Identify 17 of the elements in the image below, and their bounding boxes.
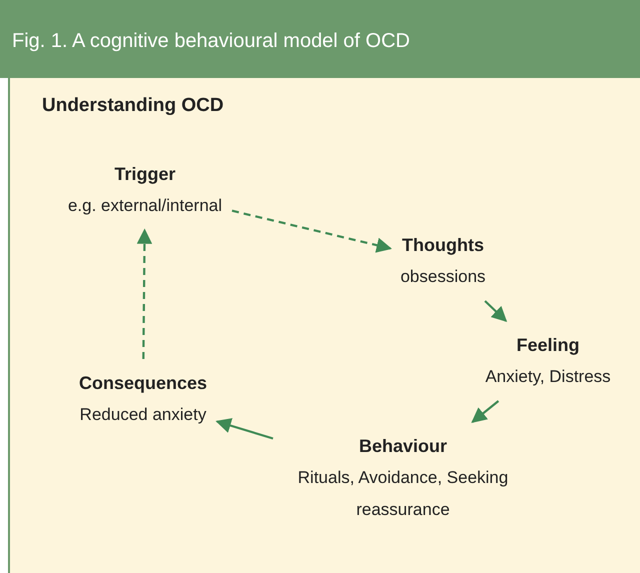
node-description: Anxiety, Distress <box>485 366 611 388</box>
arrow <box>216 418 274 440</box>
arrow <box>484 300 508 322</box>
node-title: Consequences <box>78 372 208 395</box>
node-description: e.g. external/internal <box>68 195 222 217</box>
node-description: Reduced anxiety <box>78 404 208 426</box>
node-title: Trigger <box>114 163 176 186</box>
node-title: Feeling <box>516 334 580 357</box>
heading: Understanding OCD <box>42 95 224 117</box>
figure-title: Fig. 1. A cognitive behavioural model of OCD <box>12 30 410 53</box>
node-description: obsessions <box>400 266 486 288</box>
node-title: Thoughts <box>401 234 485 257</box>
node-title: Behaviour <box>358 435 448 458</box>
node-description: Rituals, Avoidance, Seeking reassurance <box>296 467 510 521</box>
arrow <box>136 228 152 359</box>
arrow <box>471 400 500 423</box>
arrow <box>232 210 392 253</box>
